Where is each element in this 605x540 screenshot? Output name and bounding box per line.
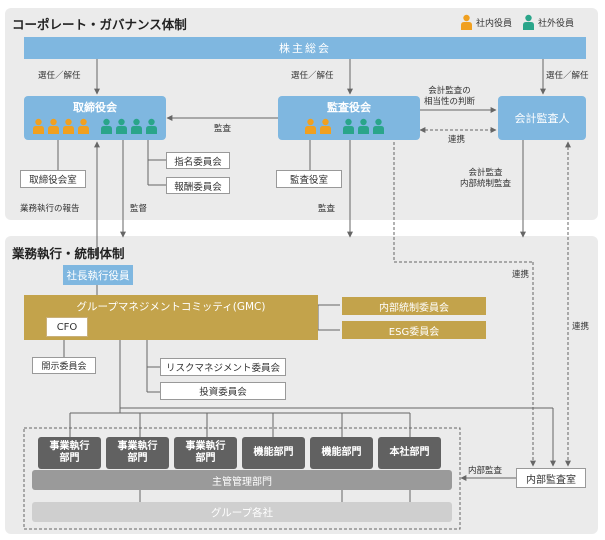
person-external-icon (343, 118, 354, 134)
person-internal-icon (33, 118, 44, 134)
person-internal-icon (461, 14, 472, 30)
risk-management-committee: リスクマネジメント委員会 (160, 358, 286, 376)
gmc-title: グループマネジメントコミッティ(GMC) (76, 301, 266, 313)
accounting-auditor: 会計監査人 (498, 96, 586, 140)
investment-committee: 投資委員会 (160, 382, 286, 400)
functional-dept-2: 機能部門 (310, 437, 373, 469)
esg-committee: ESG委員会 (342, 321, 486, 339)
management-dept: 主管管理部門 (32, 470, 452, 490)
cooperation-label-3: 連携 (572, 322, 590, 332)
person-external-icon (116, 118, 127, 134)
president-officer: 社長執行役員 (63, 265, 133, 285)
appoint-label-center: 選任／解任 (291, 71, 334, 81)
internal-control-committee: 内部統制委員会 (342, 297, 486, 315)
board-of-directors: 取締役会 (24, 96, 166, 140)
business-unit-1: 事業執行 部門 (38, 437, 101, 469)
audit-board-title: 監査役会 (327, 101, 371, 114)
audit-arrow-label: 監査 (214, 124, 232, 134)
person-external-icon (146, 118, 157, 134)
functional-dept-1: 機能部門 (242, 437, 305, 469)
legend: 社内役員 社外役員 (460, 14, 574, 30)
legend-external: 社外役員 (522, 14, 574, 30)
person-external-icon (101, 118, 112, 134)
cooperation-label-2: 連携 (512, 270, 530, 280)
person-external-icon (358, 118, 369, 134)
person-internal-icon (48, 118, 59, 134)
business-unit-3: 事業執行 部門 (174, 437, 237, 469)
business-unit-2: 事業執行 部門 (106, 437, 169, 469)
person-internal-icon (305, 118, 316, 134)
report-label: 業務執行の報告 (20, 204, 80, 214)
supervise-label: 監督 (130, 204, 148, 214)
compensation-committee: 報酬委員会 (166, 177, 230, 194)
disclosure-committee: 開示委員会 (32, 357, 96, 374)
cfo-box: CFO (46, 317, 88, 337)
audit-board-members (304, 118, 385, 134)
legend-internal-label: 社内役員 (476, 18, 513, 29)
legend-external-label: 社外役員 (538, 18, 575, 29)
audit-board: 監査役会 (278, 96, 420, 140)
person-internal-icon (78, 118, 89, 134)
internal-audit-office: 内部監査室 (516, 468, 586, 488)
person-internal-icon (63, 118, 74, 134)
gmc-box: グループマネジメントコミッティ(GMC) CFO (24, 295, 318, 340)
appoint-label-right: 選任／解任 (546, 71, 589, 81)
shareholders-meeting: 株主総会 (24, 37, 586, 59)
accounting-judgment-label: 会計監査の 相当性の判断 (424, 86, 476, 108)
audit-office: 監査役室 (276, 170, 342, 188)
governance-title: コーポレート・ガバナンス体制 (12, 17, 187, 32)
internal-audit-label: 内部監査 (468, 466, 503, 476)
audit-down-label: 監査 (318, 204, 336, 214)
person-external-icon (523, 14, 535, 30)
board-title: 取締役会 (73, 101, 117, 114)
cooperation-label-1: 連携 (448, 135, 466, 145)
person-external-icon (131, 118, 142, 134)
group-companies: グループ各社 (32, 502, 452, 522)
auditor-down-label: 会計監査 内部統制監査 (460, 168, 512, 190)
person-external-icon (373, 118, 384, 134)
person-internal-icon (320, 118, 331, 134)
board-members (32, 118, 158, 134)
appoint-label-left: 選任／解任 (38, 71, 81, 81)
nomination-committee: 指名委員会 (166, 152, 230, 169)
legend-internal: 社内役員 (460, 14, 512, 30)
execution-title: 業務執行・統制体制 (12, 246, 125, 261)
board-office: 取締役会室 (20, 170, 86, 188)
headquarters-dept: 本社部門 (378, 437, 441, 469)
